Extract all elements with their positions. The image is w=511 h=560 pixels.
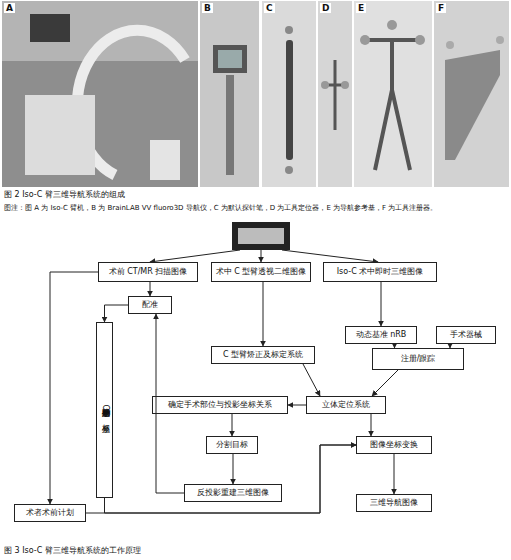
photo-panel xyxy=(2,1,198,187)
cart-shape xyxy=(25,95,95,175)
flow-arrow xyxy=(86,445,356,513)
figure-caption: 图 3 Iso-C 臂三维导航系统的工作原理 xyxy=(4,546,141,556)
marker-sphere xyxy=(285,26,293,34)
screen-photo xyxy=(232,222,290,250)
box-label: 确定手术坐标系和 CT 坐标系 xyxy=(100,402,110,418)
marker-sphere xyxy=(341,81,349,89)
marker-sphere xyxy=(446,41,454,49)
panel-letter: A xyxy=(4,3,15,13)
box-label: Iso-C 术中即时三维图像 xyxy=(337,267,424,277)
process-box: 术前 CT/MR 扫描图像 xyxy=(98,262,198,282)
marker-sphere xyxy=(285,166,293,174)
process-box: 立体定位系统 xyxy=(306,396,386,414)
panel-letter: D xyxy=(320,3,331,13)
monitor-shape xyxy=(30,14,70,42)
reference-base-shape xyxy=(365,40,420,170)
panel-letter: E xyxy=(356,3,366,13)
marker-sphere xyxy=(387,20,397,30)
flow-arrow xyxy=(450,344,451,348)
flow-arrow xyxy=(105,445,357,513)
process-box: 注册/跟踪 xyxy=(372,348,464,370)
process-box: 术者术前计划 xyxy=(14,504,86,522)
process-box: 反投影重建三维图像 xyxy=(184,484,282,502)
box-label: 确定手术部位与投影坐标关系 xyxy=(168,400,272,410)
flow-arrow xyxy=(394,344,395,348)
box-label: C 型臂矫正及标定系统 xyxy=(223,350,303,360)
flow-arrow xyxy=(150,250,240,262)
marker-sphere xyxy=(360,35,370,45)
marker-sphere xyxy=(415,35,425,45)
flow-arrow xyxy=(381,282,382,326)
flow-arrow xyxy=(150,282,151,296)
flow-arrow xyxy=(288,405,306,406)
detector-shape xyxy=(150,140,180,180)
screen-shape xyxy=(218,50,242,68)
process-box: 三维导航图像 xyxy=(356,494,432,512)
box-label: 三维导航图像 xyxy=(370,498,418,508)
panel-letter: F xyxy=(436,3,446,13)
flow-arrow xyxy=(261,250,262,262)
flow-arrow xyxy=(263,282,264,346)
photo-panel xyxy=(434,1,509,187)
process-box: 确定手术部位与投影坐标关系 xyxy=(152,396,288,414)
figure-note: 图注：图 A 为 Iso-C 臂机，B 为 BrainLAB VV fluoro… xyxy=(4,203,509,213)
registration-tool-shape xyxy=(445,50,500,160)
process-box: 配准 xyxy=(128,296,172,314)
monitor-shape xyxy=(213,45,247,73)
marker-sphere xyxy=(496,36,504,44)
process-box: 图像坐标变换 xyxy=(356,436,432,454)
vertical-process-box: 确定手术坐标系和 CT 坐标系 xyxy=(96,322,113,498)
flow-arrow xyxy=(371,414,372,436)
flow-arrow xyxy=(372,370,398,396)
panel-letter: C xyxy=(264,3,275,13)
box-label: 动态基准 nRB xyxy=(356,330,407,340)
process-box: 动态基准 nRB xyxy=(345,326,417,344)
box-label: 手术器械 xyxy=(450,330,482,340)
flow-arrow xyxy=(394,454,395,494)
photo-panel xyxy=(318,1,352,187)
photo-panel xyxy=(354,1,432,187)
box-label: 图像坐标变换 xyxy=(370,440,418,450)
box-label: 术前 CT/MR 扫描图像 xyxy=(109,267,188,277)
process-box: 手术器械 xyxy=(436,326,496,344)
flow-arrow xyxy=(105,305,129,322)
process-box: Iso-C 术中即时三维图像 xyxy=(323,262,437,282)
tool-shape xyxy=(325,60,345,130)
box-label: 术者术前计划 xyxy=(26,508,74,518)
flow-arrow xyxy=(50,272,98,504)
screen-content xyxy=(238,228,284,244)
process-box: 分割目标 xyxy=(206,436,258,454)
box-label: 反投影重建三维图像 xyxy=(197,488,269,498)
marker-sphere xyxy=(321,81,329,89)
box-label: 注册/跟踪 xyxy=(401,354,436,364)
flow-arrow xyxy=(232,414,233,436)
photo-panel xyxy=(200,1,259,187)
box-label: 立体定位系统 xyxy=(322,400,370,410)
probe-shape xyxy=(286,40,293,160)
stand-shape xyxy=(226,75,234,175)
process-box: 术中 C 型臂透视二维图像 xyxy=(211,262,311,282)
flow-arrow xyxy=(233,454,234,484)
box-label: 分割目标 xyxy=(216,440,248,450)
box-label: 术中 C 型臂透视二维图像 xyxy=(216,267,307,277)
box-label: 配准 xyxy=(142,300,158,310)
flow-arrow xyxy=(282,250,378,262)
flow-arrow xyxy=(303,364,320,396)
flow-arrow xyxy=(156,314,184,493)
process-box: C 型臂矫正及标定系统 xyxy=(211,346,315,364)
photo-panel xyxy=(262,1,316,187)
panel-letter: B xyxy=(202,3,213,13)
figure-note: 图 2 Iso-C 臂三维导航系统的组成 xyxy=(4,190,504,200)
